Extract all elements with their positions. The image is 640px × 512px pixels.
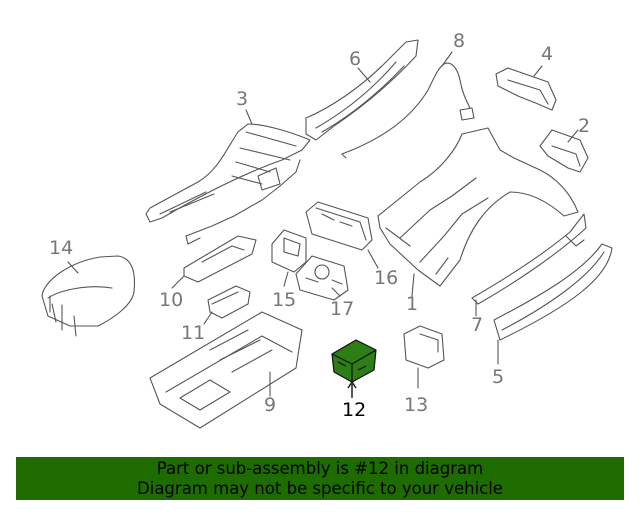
banner-line-1: Part or sub-assembly is #12 in diagram — [156, 459, 484, 478]
callout-10: 10 — [159, 289, 184, 311]
callout-4: 4 — [541, 43, 554, 65]
part-6-trim-strip[interactable] — [305, 39, 419, 141]
part-15-switch[interactable] — [271, 229, 307, 273]
part-7-light-strip[interactable] — [471, 213, 587, 305]
part-9-lower-tray[interactable] — [149, 311, 303, 429]
callout-5: 5 — [492, 366, 505, 388]
part-14-armrest-lid[interactable] — [41, 255, 136, 337]
callout-3: 3 — [236, 88, 249, 110]
part-17-switch-panel[interactable] — [295, 255, 349, 301]
callout-7: 7 — [471, 314, 484, 336]
leader-6 — [357, 67, 371, 83]
callout-2: 2 — [578, 115, 591, 137]
leader-11 — [203, 311, 213, 325]
callout-16: 16 — [374, 267, 399, 289]
part-1-console-body[interactable] — [377, 127, 579, 287]
part-2-bracket[interactable] — [539, 129, 589, 173]
info-banner: Part or sub-assembly is #12 in diagram D… — [16, 457, 624, 500]
callout-13: 13 — [404, 394, 429, 416]
banner-line-2: Diagram may not be specific to your vehi… — [137, 479, 503, 498]
leader-10 — [171, 275, 185, 289]
leader-3 — [245, 109, 253, 125]
part-5-side-panel[interactable] — [493, 243, 613, 341]
leader-8 — [441, 51, 453, 67]
part-16-control-module[interactable] — [305, 201, 373, 251]
callout-9: 9 — [264, 394, 277, 416]
part-3-console-trim[interactable] — [145, 123, 311, 245]
leader-1 — [411, 273, 415, 297]
callout-17: 17 — [330, 298, 355, 320]
callout-1: 1 — [406, 293, 419, 315]
leader-12-arrowhead — [347, 380, 357, 389]
part-10-trim-plate[interactable] — [183, 235, 257, 283]
part-4-bracket[interactable] — [495, 67, 557, 111]
part-8-light-strip[interactable] — [341, 62, 475, 159]
part-11-storage-box[interactable] — [207, 285, 251, 319]
leader-14 — [67, 261, 79, 274]
callout-6: 6 — [349, 48, 362, 70]
callout-14: 14 — [49, 237, 74, 259]
leader-16 — [367, 249, 379, 269]
callout-11: 11 — [181, 322, 206, 344]
leader-2 — [567, 129, 579, 143]
callout-8: 8 — [453, 30, 466, 52]
callout-15: 15 — [272, 289, 297, 311]
leader-4 — [533, 65, 543, 77]
part-13-module[interactable] — [403, 325, 445, 369]
part-12-highlighted[interactable] — [331, 339, 377, 383]
callout-12: 12 — [342, 399, 367, 421]
leader-15 — [283, 271, 289, 287]
leader-17 — [331, 287, 341, 297]
